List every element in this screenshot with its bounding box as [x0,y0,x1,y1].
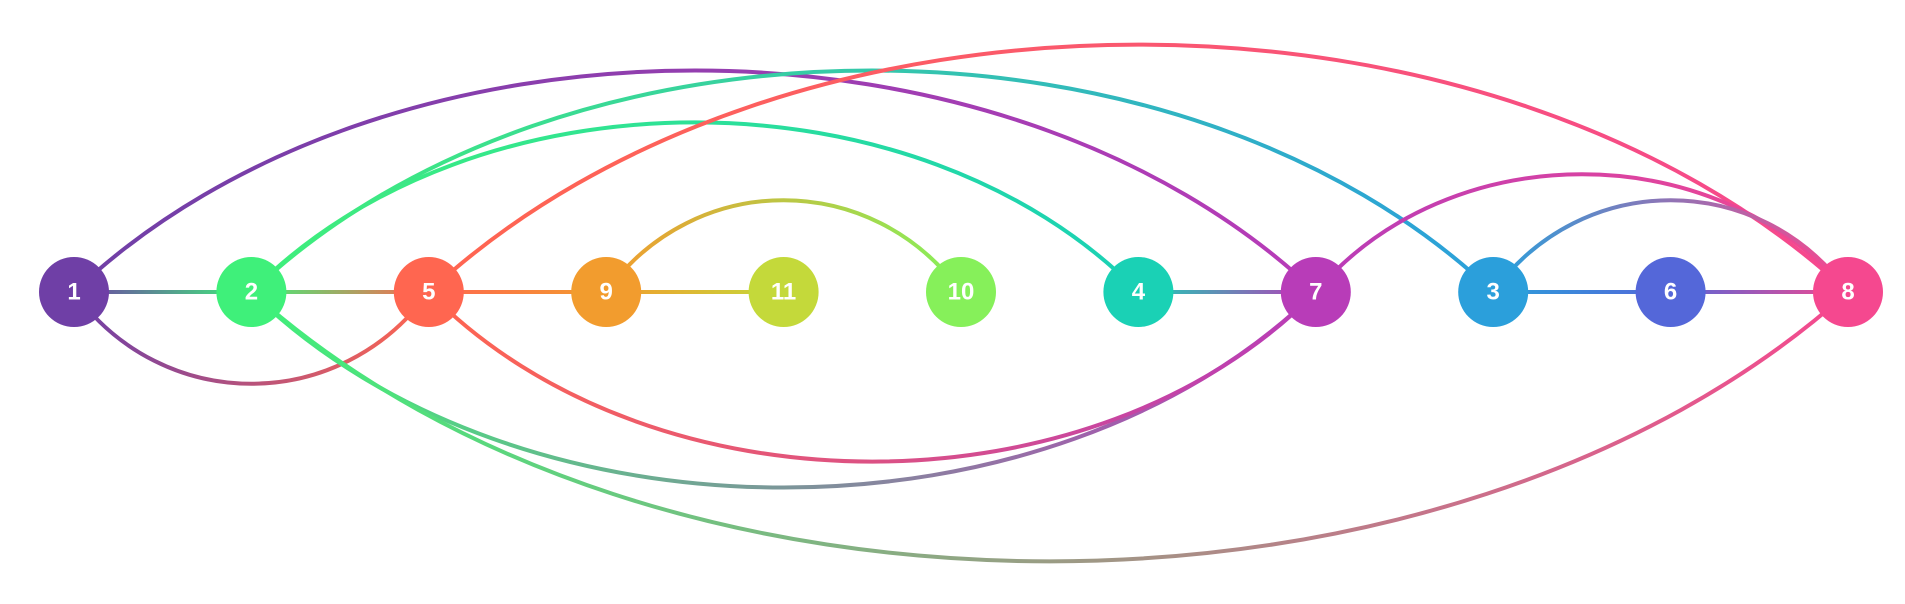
node-1[interactable]: 1 [39,257,109,327]
edge-path-5-8 [426,42,1850,294]
node-10[interactable]: 10 [926,257,996,327]
edge-path-2-4 [249,120,1141,294]
node-8[interactable]: 8 [1813,257,1883,327]
edge-path-7-8 [1313,172,1850,294]
node-4[interactable]: 4 [1103,257,1174,327]
edge-3-8 [1491,198,1850,294]
node-label-4: 4 [1132,278,1146,305]
node-circle-6[interactable] [1635,257,1706,327]
edge-7-8 [1313,172,1850,294]
node-circle-11[interactable] [748,257,819,327]
edge-2-4 [249,120,1141,294]
edge-path-5-7 [426,290,1318,464]
node-2[interactable]: 2 [216,257,287,327]
node-11[interactable]: 11 [748,257,819,327]
node-label-6: 6 [1664,278,1677,305]
edge-5-8 [426,42,1850,294]
node-label-3: 3 [1487,278,1500,305]
node-circle-10[interactable] [926,257,996,327]
node-label-8: 8 [1841,278,1854,305]
node-circle-4[interactable] [1103,257,1174,327]
node-5[interactable]: 5 [393,257,464,327]
node-circle-2[interactable] [216,257,287,327]
edge-path-1-7 [72,68,1318,294]
edge-1-7 [72,68,1318,294]
node-label-9: 9 [600,278,613,305]
node-3[interactable]: 3 [1458,257,1529,327]
node-label-5: 5 [422,278,435,305]
node-circle-9[interactable] [571,257,642,327]
node-7[interactable]: 7 [1280,257,1351,327]
node-9[interactable]: 9 [571,257,642,327]
edge-path-1-5 [72,290,431,386]
nodes-layer: 1 2 5 9 11 10 4 7 3 6 8 [39,257,1883,327]
node-circle-7[interactable] [1280,257,1351,327]
node-label-1: 1 [67,278,80,305]
edge-path-3-8 [1491,198,1850,294]
edge-2-8 [249,290,1850,564]
edge-9-10 [604,198,963,294]
node-circle-1[interactable] [39,257,109,327]
edge-5-7 [426,290,1318,464]
node-label-2: 2 [245,278,258,305]
node-label-11: 11 [771,278,796,305]
node-circle-3[interactable] [1458,257,1529,327]
node-label-10: 10 [948,278,975,305]
node-circle-8[interactable] [1813,257,1883,327]
edge-1-5 [72,290,431,386]
node-6[interactable]: 6 [1635,257,1706,327]
node-circle-5[interactable] [393,257,464,327]
edge-path-9-10 [604,198,963,294]
edge-path-2-8 [249,290,1850,564]
node-label-7: 7 [1309,278,1322,305]
